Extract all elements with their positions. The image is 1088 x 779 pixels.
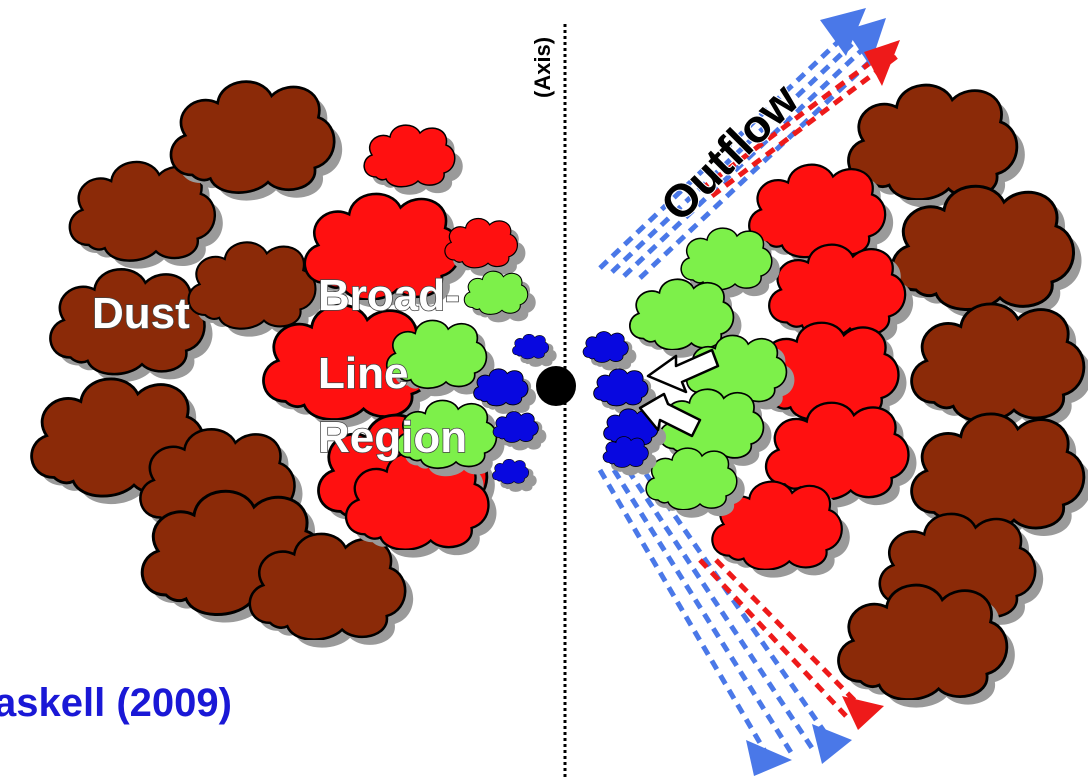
blue-cloud — [602, 436, 649, 468]
broad-line-cloud — [363, 124, 456, 188]
blr-label-line1: Broad- — [318, 271, 460, 320]
axis-label: (Axis) — [530, 37, 555, 98]
broad-line-cloud — [748, 163, 887, 259]
dust-cloud — [187, 240, 317, 331]
dust-cloud — [910, 412, 1086, 533]
broad-line-cloud — [768, 243, 907, 339]
green-cloud — [645, 447, 738, 510]
outflow-arrowheads-lower — [746, 696, 884, 776]
citation: askell (2009) — [0, 681, 232, 725]
blue-cloud — [492, 411, 539, 443]
blue-cloud — [511, 333, 550, 360]
outflow-streams-upper — [598, 38, 902, 280]
inflow-arrows — [638, 348, 720, 438]
green-cloud — [463, 270, 529, 315]
dust-cloud — [169, 80, 336, 195]
green-cloud — [680, 227, 773, 290]
outflow-streams-lower — [597, 468, 864, 762]
broad-line-cloud — [444, 217, 519, 269]
dust-cloud — [910, 302, 1086, 423]
central-black-hole — [536, 366, 576, 406]
green-cloud — [628, 278, 735, 350]
outflow-arrowheads-upper — [820, 8, 900, 86]
dust-cloud — [837, 583, 1009, 700]
blr-label-line2: Line — [318, 349, 408, 398]
blue-cloud — [593, 368, 649, 407]
broad-line-cloud — [764, 401, 910, 500]
blr-label-line3: Region — [318, 413, 467, 462]
dust-label: Dust — [92, 289, 190, 338]
blue-cloud — [582, 331, 629, 363]
blue-cloud — [492, 458, 530, 485]
